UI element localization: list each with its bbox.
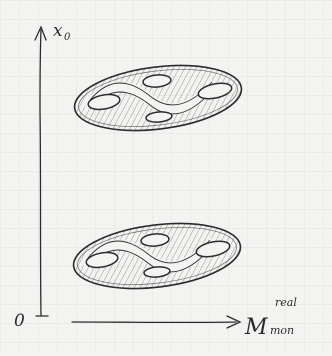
y-axis-label: x [53,21,63,41]
y-axis-label-subscript: 0 [64,32,71,43]
x-axis-label-subscript: mon [270,324,294,337]
x-axis-label: M [244,315,268,340]
origin-label: 0 [14,311,25,331]
x-axis-label-superscript: real [275,296,297,309]
